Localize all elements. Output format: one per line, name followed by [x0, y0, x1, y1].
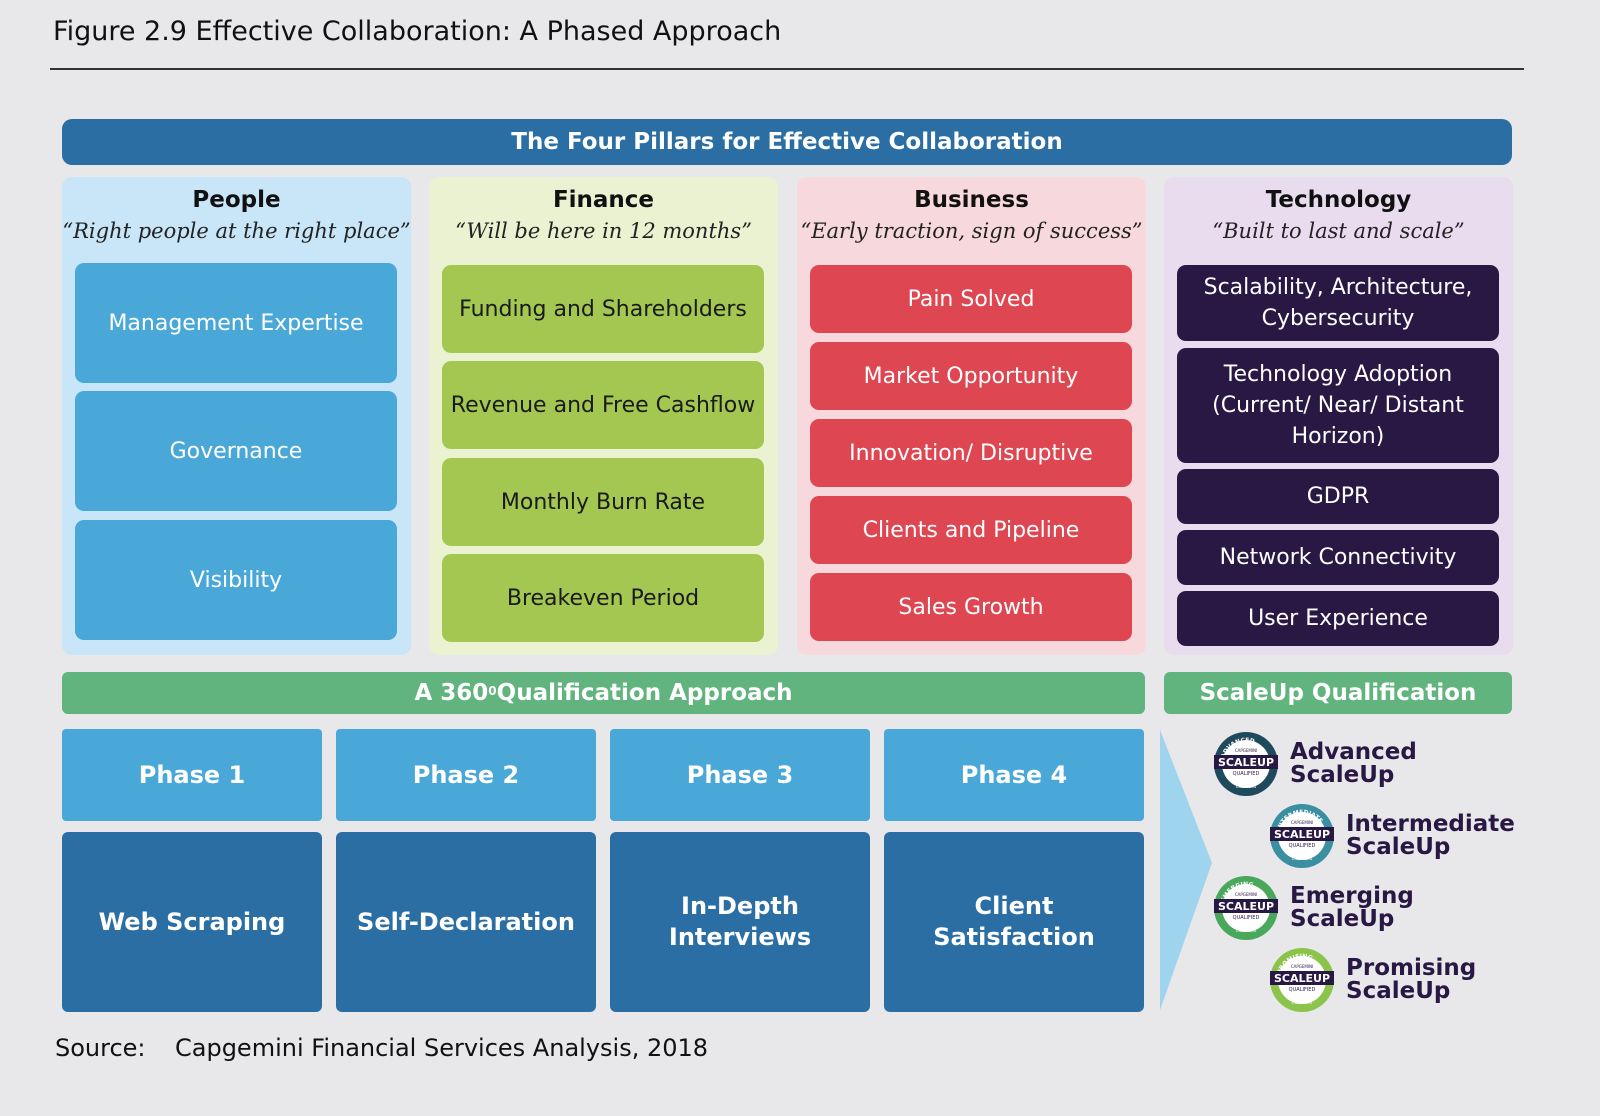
pillar-item: Sales Growth [810, 573, 1132, 641]
pillar-technology: Technology “Built to last and scale” Sca… [1164, 177, 1513, 655]
pillars-banner: The Four Pillars for Effective Collabora… [62, 119, 1512, 165]
title-divider [50, 68, 1524, 70]
pillar-people: People “Right people at the right place”… [62, 177, 411, 655]
degree-superscript: 0 [488, 684, 497, 698]
qualification-title: A 360 [414, 680, 489, 706]
pillar-item: Scalability, Architecture, Cybersecurity [1177, 265, 1499, 341]
scaleup-level-name: Promising [1346, 955, 1477, 981]
svg-text:QUALIFIED: QUALIFIED [1233, 771, 1260, 777]
scaleup-badge-icon: INTERMEDIATE CAPGEMINI SCALEUP QUALIFIED… [1270, 804, 1334, 868]
pillar-item: Visibility [75, 520, 397, 640]
phase-4-header: Phase 4 [884, 729, 1144, 821]
source-note: Source: Capgemini Financial Services Anal… [55, 1034, 708, 1062]
scaleup-badge-icon: ADVANCED CAPGEMINI SCALEUP QUALIFIED CS1… [1214, 732, 1278, 796]
svg-text:QUALIFIED: QUALIFIED [1289, 843, 1316, 849]
pillar-item: Breakeven Period [442, 554, 764, 642]
pillar-item: Monthly Burn Rate [442, 458, 764, 546]
phase-1-method: Web Scraping [62, 832, 322, 1012]
pillar-subtitle: “Right people at the right place” [62, 219, 411, 243]
pillar-title: Finance [552, 187, 655, 213]
phase-2-header: Phase 2 [336, 729, 596, 821]
pillar-item: Pain Solved [810, 265, 1132, 333]
svg-text:SCALEUP: SCALEUP [1218, 900, 1274, 913]
phase-2-method: Self-Declaration [336, 832, 596, 1012]
phase-3-header: Phase 3 [610, 729, 870, 821]
pillar-item: Governance [75, 391, 397, 511]
scaleup-level-suffix: ScaleUp [1290, 762, 1395, 788]
svg-text:SCALEUP: SCALEUP [1218, 756, 1274, 769]
scaleup-badge-icon: EMERGING CAPGEMINI SCALEUP QUALIFIED CS1… [1214, 876, 1278, 940]
source-label: Source: [55, 1034, 146, 1062]
phase-4-method: Client Satisfaction [884, 832, 1144, 1012]
pillar-item: Technology Adoption (Current/ Near/ Dist… [1177, 348, 1499, 463]
scaleup-level-suffix: ScaleUp [1346, 834, 1451, 860]
scaleup-level-item: PROMISING CAPGEMINI SCALEUP QUALIFIED CS… [1268, 946, 1476, 1014]
svg-text:QUALIFIED: QUALIFIED [1233, 915, 1260, 921]
scaleup-level-name: Advanced [1290, 739, 1417, 765]
pillar-title: Business [914, 187, 1029, 213]
phase-3-method: In-Depth Interviews [610, 832, 870, 1012]
pillar-item: Management Expertise [75, 263, 397, 383]
svg-text:CS181234: CS181234 [1292, 1000, 1313, 1005]
pillar-item: Funding and Shareholders [442, 265, 764, 353]
svg-text:CS181234: CS181234 [1236, 928, 1257, 933]
svg-text:QUALIFIED: QUALIFIED [1289, 987, 1316, 993]
figure-title: Figure 2.9 Effective Collaboration: A Ph… [53, 16, 782, 47]
pillar-title: People [192, 187, 281, 213]
pillar-subtitle: “Early traction, sign of success” [800, 219, 1143, 243]
svg-text:CAPGEMINI: CAPGEMINI [1291, 964, 1313, 969]
scaleup-banner: ScaleUp Qualification [1164, 672, 1512, 714]
scaleup-level-item: INTERMEDIATE CAPGEMINI SCALEUP QUALIFIED… [1268, 802, 1515, 870]
svg-text:SCALEUP: SCALEUP [1274, 828, 1330, 841]
scaleup-level-suffix: ScaleUp [1290, 906, 1395, 932]
pillar-item: Network Connectivity [1177, 530, 1499, 585]
pillar-item: Clients and Pipeline [810, 496, 1132, 564]
svg-text:CAPGEMINI: CAPGEMINI [1235, 892, 1257, 897]
scaleup-level-item: EMERGING CAPGEMINI SCALEUP QUALIFIED CS1… [1212, 874, 1414, 942]
pillar-subtitle: “Built to last and scale” [1212, 219, 1465, 243]
svg-text:CAPGEMINI: CAPGEMINI [1291, 820, 1313, 825]
pillar-item: Innovation/ Disruptive [810, 419, 1132, 487]
svg-text:CS181234: CS181234 [1292, 856, 1313, 861]
qualification-title-rest: Qualification Approach [496, 680, 793, 706]
svg-text:CS181234: CS181234 [1236, 784, 1257, 789]
scaleup-level-name: Intermediate [1346, 811, 1515, 837]
pillar-item: User Experience [1177, 591, 1499, 646]
pillar-item: Revenue and Free Cashflow [442, 361, 764, 449]
phase-1-header: Phase 1 [62, 729, 322, 821]
pillar-item: GDPR [1177, 469, 1499, 524]
source-text: Capgemini Financial Services Analysis, 2… [175, 1034, 709, 1062]
pillar-subtitle: “Will be here in 12 months” [455, 219, 752, 243]
pillar-title: Technology [1265, 187, 1412, 213]
scaleup-level-suffix: ScaleUp [1346, 978, 1451, 1004]
scaleup-level-name: Emerging [1290, 883, 1414, 909]
pillar-business: Business “Early traction, sign of succes… [797, 177, 1146, 655]
svg-text:CAPGEMINI: CAPGEMINI [1235, 748, 1257, 753]
pillar-item: Market Opportunity [810, 342, 1132, 410]
scaleup-badge-icon: PROMISING CAPGEMINI SCALEUP QUALIFIED CS… [1270, 948, 1334, 1012]
arrow-icon [1160, 730, 1212, 1010]
svg-text:SCALEUP: SCALEUP [1274, 972, 1330, 985]
pillar-finance: Finance “Will be here in 12 months” Fund… [429, 177, 778, 655]
scaleup-level-item: ADVANCED CAPGEMINI SCALEUP QUALIFIED CS1… [1212, 730, 1417, 798]
